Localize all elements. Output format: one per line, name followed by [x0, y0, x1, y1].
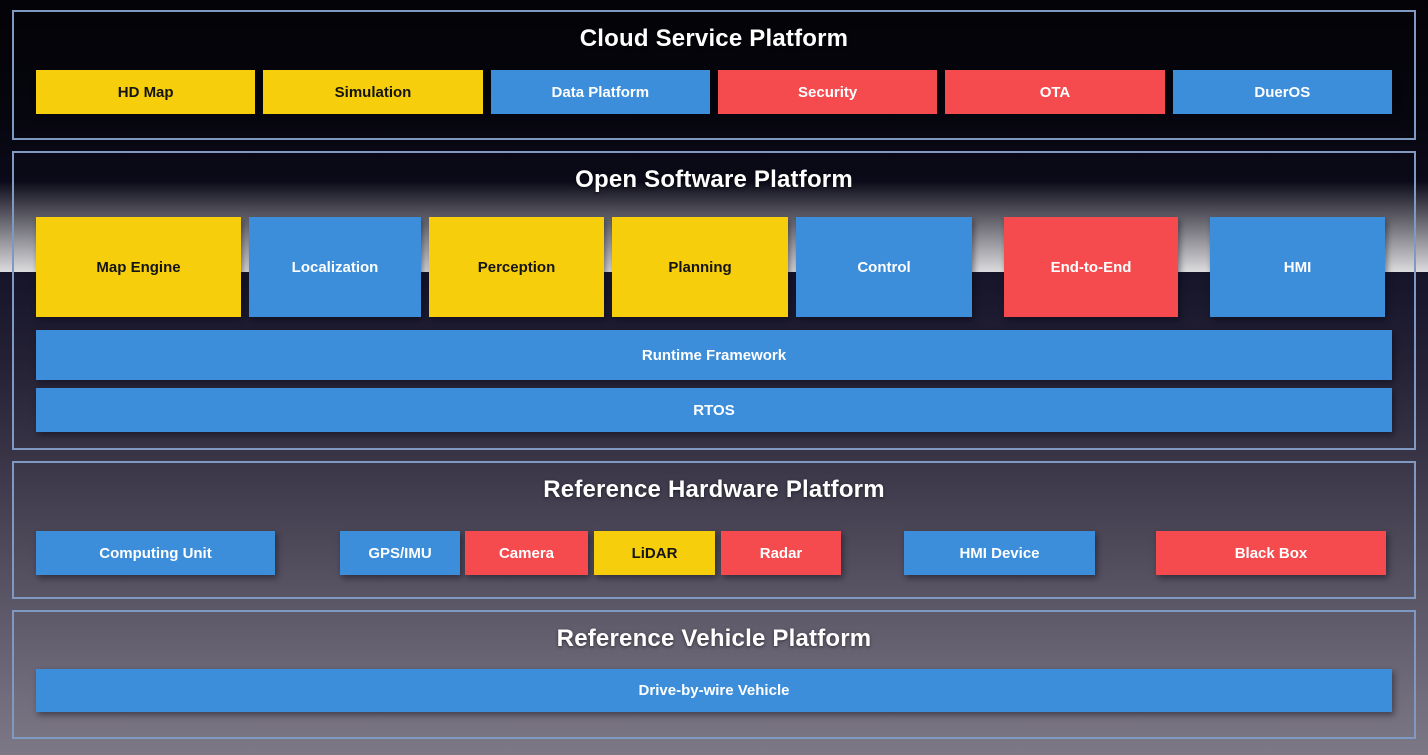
block-map-engine: Map Engine	[36, 217, 241, 317]
section-title-vehicle: Reference Vehicle Platform	[556, 625, 872, 652]
block-planning: Planning	[612, 217, 788, 317]
rtos-row: RTOS	[36, 388, 1392, 432]
block-control: Control	[796, 217, 972, 317]
block-drive-by-wire-vehicle: Drive-by-wire Vehicle	[36, 669, 1392, 712]
vehicle-row: Drive-by-wire Vehicle	[36, 669, 1392, 712]
block-hmi: HMI	[1210, 217, 1385, 317]
block-hd-map: HD Map	[36, 70, 256, 114]
block-data-platform: Data Platform	[490, 70, 710, 114]
runtime-framework-row: Runtime Framework	[36, 330, 1392, 380]
block-black-box: Black Box	[1156, 531, 1386, 575]
block-dueros: DuerOS	[1172, 70, 1392, 114]
section-title-cloud: Cloud Service Platform	[579, 25, 849, 52]
block-localization: Localization	[249, 217, 421, 317]
block-radar: Radar	[721, 531, 841, 575]
block-hmi-device: HMI Device	[904, 531, 1095, 575]
block-perception: Perception	[429, 217, 604, 317]
section-reference-vehicle-platform: Reference Vehicle Platform Drive-by-wire…	[12, 610, 1416, 739]
block-camera: Camera	[465, 531, 588, 575]
block-runtime-framework: Runtime Framework	[36, 330, 1392, 380]
block-end-to-end: End-to-End	[1004, 217, 1178, 317]
block-gps-imu: GPS/IMU	[340, 531, 460, 575]
block-computing-unit: Computing Unit	[36, 531, 275, 575]
section-title-software: Open Software Platform	[575, 166, 853, 193]
section-reference-hardware-platform: Reference Hardware Platform Computing Un…	[12, 461, 1416, 599]
block-lidar: LiDAR	[594, 531, 715, 575]
section-title-hardware: Reference Hardware Platform	[543, 476, 885, 503]
block-rtos: RTOS	[36, 388, 1392, 432]
block-security: Security	[717, 70, 938, 114]
block-ota: OTA	[945, 70, 1165, 114]
block-simulation: Simulation	[263, 70, 483, 114]
